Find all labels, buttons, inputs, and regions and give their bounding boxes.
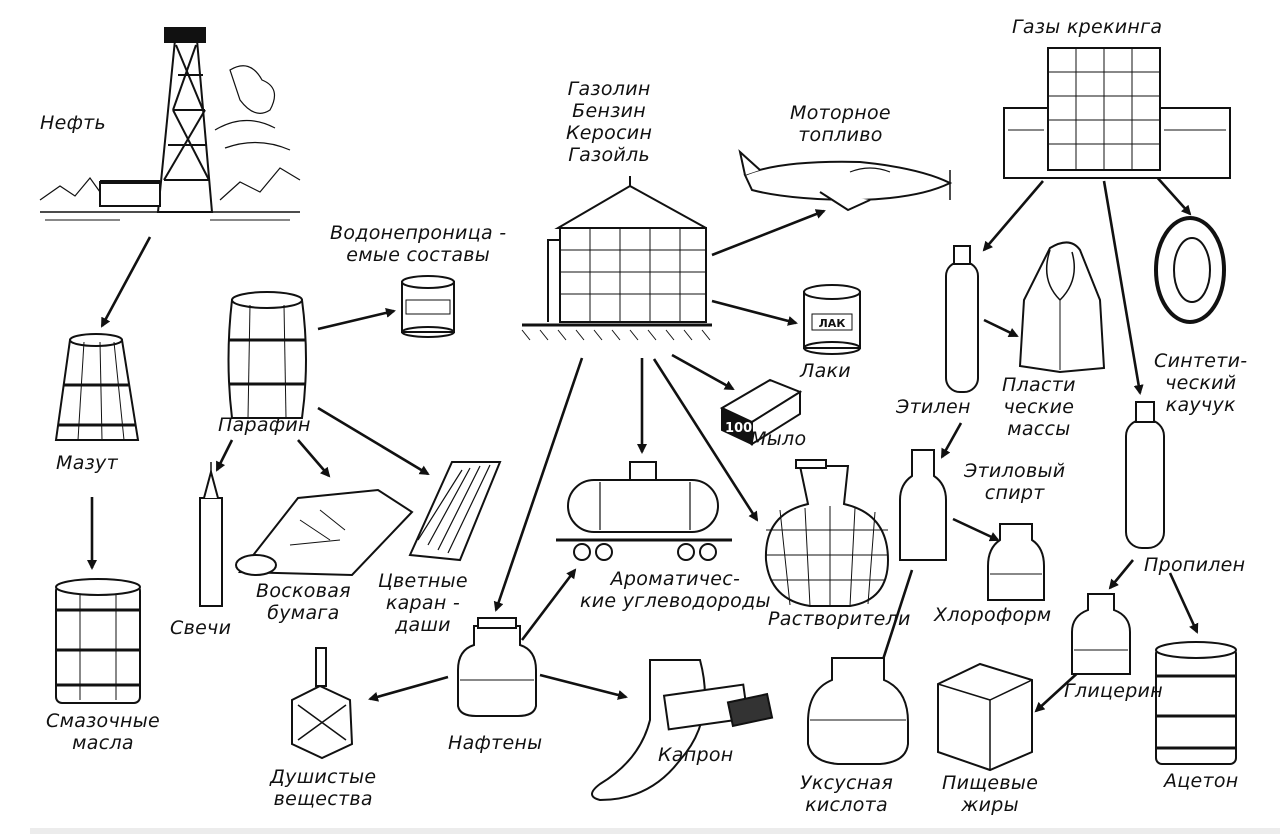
label-glycerin: Глицерин xyxy=(1064,680,1163,702)
arrow-naphthenes-to-kapron xyxy=(539,673,628,700)
raincoat-icon xyxy=(1018,241,1106,374)
arrow-alcohol-to-chloroform xyxy=(952,517,1000,542)
arrow-gases-to-propylene xyxy=(1102,180,1144,395)
label-ethyl-alcohol: Этиловый спирт xyxy=(964,460,1066,504)
soap-bar-icon: 100г xyxy=(719,378,803,446)
label-lubricating-oils: Смазочные масла xyxy=(46,710,161,754)
paraffin-barrel-icon xyxy=(227,291,307,419)
ethylene-cylinder-icon xyxy=(945,245,979,393)
demijohn-icon xyxy=(764,459,890,607)
label-fractions: Газолин Бензин Керосин Газойль xyxy=(566,78,653,166)
tire-icon xyxy=(1154,216,1226,324)
wax-paper-roll-icon xyxy=(235,488,414,577)
arrow-gases-to-rubber xyxy=(1154,174,1192,216)
refinery-tank-icon xyxy=(521,176,712,341)
label-acetic-acid: Уксусная кислота xyxy=(800,772,894,816)
label-waterproof-compounds: Водонепроница - емые составы xyxy=(330,222,507,266)
label-chloroform: Хлороформ xyxy=(934,604,1052,626)
fragrance-flask-icon xyxy=(291,647,354,760)
arrow-to-motor-fuel xyxy=(711,209,826,257)
pencil-box-icon xyxy=(408,461,502,562)
label-solvents: Растворители xyxy=(768,608,911,630)
label-mazut: Мазут xyxy=(56,452,118,474)
arrow-naphthenes-to-fragrance xyxy=(368,675,449,702)
arrow-naphthenes-to-aromatics xyxy=(520,568,577,641)
tank-car-icon xyxy=(556,461,732,561)
label-paraffin: Парафин xyxy=(218,414,311,436)
label-soap: Мыло xyxy=(750,428,807,450)
arrow-paraffin-to-waxpaper xyxy=(297,439,331,478)
food-fats-icon xyxy=(937,662,1033,772)
waterproof-can-icon xyxy=(401,275,455,338)
soap-weight-label: 100г xyxy=(725,421,759,436)
oil-derrick-icon xyxy=(39,27,301,221)
label-fragrances: Душистые вещества xyxy=(270,766,377,810)
label-ethylene: Этилен xyxy=(896,396,971,418)
arrow-paraffin-to-candles xyxy=(215,439,234,472)
label-kapron: Капрон xyxy=(658,744,734,766)
arrow-paraffin-to-pencils xyxy=(317,406,430,476)
arrow-to-solvents xyxy=(652,358,759,522)
arrow-glycerin-to-food-fats xyxy=(1034,667,1084,713)
varnish-can-label: ЛАК xyxy=(819,317,846,330)
label-food-fats: Пищевые жиры xyxy=(942,772,1039,816)
glycerin-bottle-icon xyxy=(1071,593,1131,675)
label-plastics: Пласти ческие массы xyxy=(1002,374,1076,440)
bottom-strip xyxy=(30,828,1280,834)
label-wax-paper: Восковая бумага xyxy=(256,580,351,624)
arrow-oil-to-mazut xyxy=(100,236,152,328)
arrow-ethylene-to-plastics xyxy=(983,318,1019,338)
airplane-icon xyxy=(738,149,953,212)
arrow-to-naphthenes xyxy=(493,357,584,612)
candle-icon xyxy=(199,462,223,607)
label-cracking-gases: Газы крекинга xyxy=(1012,16,1163,38)
mazut-barrel-icon xyxy=(54,333,140,441)
arrow-propylene-to-glycerin xyxy=(1108,559,1135,590)
label-oil: Нефть xyxy=(40,112,106,134)
label-aromatic-hydrocarbons: Ароматичес- кие углеводороды xyxy=(580,568,771,612)
arrow-to-soap xyxy=(671,353,735,391)
gasholder-icon xyxy=(1003,47,1231,179)
naphthene-bottle-icon xyxy=(457,617,537,717)
lubricant-barrel-icon xyxy=(55,578,141,704)
chloroform-bottle-icon xyxy=(987,523,1045,601)
arrow-to-varnish xyxy=(711,299,798,326)
arrow-paraffin-to-waterproof xyxy=(317,307,396,331)
label-candles: Свечи xyxy=(170,617,232,639)
varnish-can-icon: ЛАК xyxy=(803,284,861,355)
label-motor-fuel: Моторное топливо xyxy=(790,102,891,146)
alcohol-bottle-icon xyxy=(899,449,947,561)
label-propylene: Пропилен xyxy=(1144,554,1246,576)
label-colored-pencils: Цветные каран - даши xyxy=(378,570,468,636)
kapron-stocking-icon xyxy=(591,659,774,802)
acetic-acid-flask-icon xyxy=(807,657,909,765)
arrow-ethylene-to-alcohol xyxy=(940,422,963,459)
arrow-propylene-to-acetone xyxy=(1168,572,1199,634)
arrow-gases-to-ethylene xyxy=(982,180,1044,252)
label-acetone: Ацетон xyxy=(1164,770,1239,792)
label-synthetic-rubber: Синтети- ческий каучук xyxy=(1154,350,1248,416)
label-varnishes: Лаки xyxy=(800,360,851,382)
propylene-cylinder-icon xyxy=(1125,401,1165,549)
acetone-barrel-icon xyxy=(1155,641,1237,765)
label-naphthenes: Нафтены xyxy=(448,732,543,754)
